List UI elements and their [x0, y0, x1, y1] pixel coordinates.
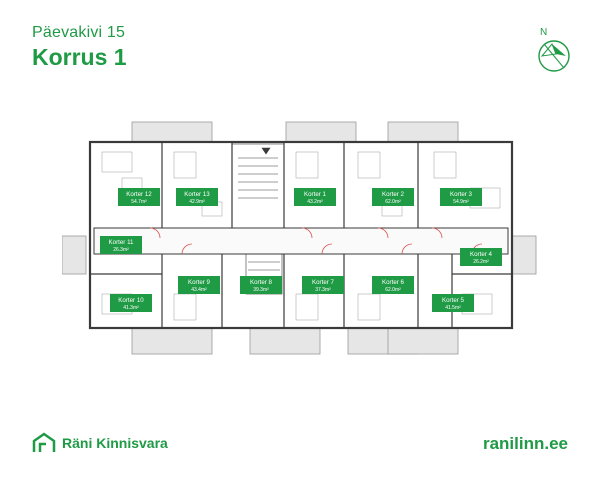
- apartment-label[interactable]: Korter 8 39.3m²: [240, 276, 282, 294]
- svg-text:39.3m²: 39.3m²: [253, 287, 269, 293]
- svg-text:54.7m²: 54.7m²: [131, 199, 147, 205]
- svg-text:Korter 7: Korter 7: [312, 279, 335, 286]
- svg-text:Korter 2: Korter 2: [382, 191, 405, 198]
- svg-text:Korter 6: Korter 6: [382, 279, 405, 286]
- apartment-label[interactable]: Korter 5 41.5m²: [432, 294, 474, 312]
- apartment-label[interactable]: Korter 12 54.7m²: [118, 188, 160, 206]
- balconies: [62, 121, 537, 355]
- svg-text:42.9m²: 42.9m²: [189, 199, 205, 205]
- corridor-doors: [149, 227, 483, 255]
- apartment-label[interactable]: Korter 11 26.3m²: [100, 236, 142, 254]
- svg-text:Korter 9: Korter 9: [188, 279, 211, 286]
- compass-north-label: N: [540, 27, 547, 38]
- svg-text:62.0m²: 62.0m²: [385, 199, 401, 205]
- apartment-label[interactable]: Korter 7 37.3m²: [302, 276, 344, 294]
- brand-name: Räni Kinnisvara: [62, 435, 168, 451]
- svg-text:Korter 4: Korter 4: [470, 251, 493, 258]
- svg-text:26.3m²: 26.3m²: [113, 247, 129, 253]
- floor-plan: Korter 12 54.7m² Korter 13 42.9m² Korter…: [62, 121, 537, 355]
- svg-text:54.9m²: 54.9m²: [453, 199, 469, 205]
- svg-text:62.0m²: 62.0m²: [385, 287, 401, 293]
- svg-text:Korter 3: Korter 3: [450, 191, 473, 198]
- partition-walls: [90, 142, 512, 328]
- svg-text:Korter 5: Korter 5: [442, 297, 465, 304]
- apartment-label[interactable]: Korter 4 26.2m²: [460, 248, 502, 266]
- svg-text:Korter 13: Korter 13: [184, 191, 210, 198]
- svg-text:Korter 1: Korter 1: [304, 191, 327, 198]
- apartment-label[interactable]: Korter 6 62.0m²: [372, 276, 414, 294]
- compass-icon: N: [538, 27, 570, 72]
- website-link[interactable]: ranilinn.ee: [482, 434, 568, 453]
- svg-text:43.4m²: 43.4m²: [191, 287, 207, 293]
- floor-title: Korrus 1: [32, 44, 127, 70]
- building-address: Päevakivi 15: [32, 24, 126, 41]
- brand-logo[interactable]: Räni Kinnisvara: [32, 430, 168, 456]
- apartment-label[interactable]: Korter 10 41.3m²: [110, 294, 152, 312]
- apartment-label[interactable]: Korter 9 43.4m²: [178, 276, 220, 294]
- svg-text:43.2m²: 43.2m²: [307, 199, 323, 205]
- svg-text:41.5m²: 41.5m²: [445, 305, 461, 311]
- corridor: [93, 227, 509, 255]
- apartment-label[interactable]: Korter 3 54.9m²: [440, 188, 482, 206]
- svg-text:Korter 10: Korter 10: [118, 297, 144, 304]
- house-logo-icon: [32, 432, 56, 452]
- svg-text:41.3m²: 41.3m²: [123, 305, 139, 311]
- svg-text:Korter 12: Korter 12: [126, 191, 152, 198]
- apartment-label[interactable]: Korter 2 62.0m²: [372, 188, 414, 206]
- svg-text:Korter 11: Korter 11: [109, 239, 135, 246]
- svg-text:Korter 8: Korter 8: [250, 279, 273, 286]
- svg-text:37.3m²: 37.3m²: [315, 287, 331, 293]
- stair-core: [231, 143, 285, 295]
- apartment-label[interactable]: Korter 1 43.2m²: [294, 188, 336, 206]
- interior-details: [101, 151, 501, 321]
- apartment-label[interactable]: Korter 13 42.9m²: [176, 188, 218, 206]
- svg-text:26.2m²: 26.2m²: [473, 259, 489, 265]
- apartment-labels: Korter 12 54.7m² Korter 13 42.9m² Korter…: [100, 188, 502, 312]
